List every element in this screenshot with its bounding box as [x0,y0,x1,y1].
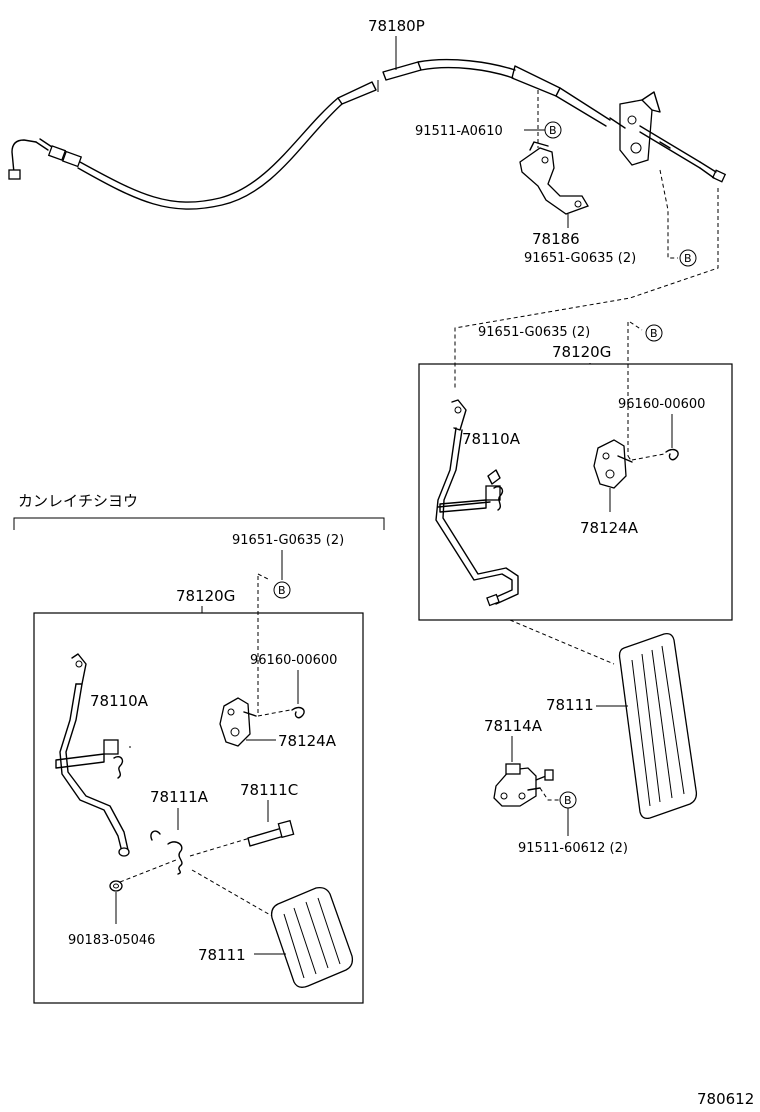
spring-110a-left [113,756,124,779]
label-91651-g0635-left: 91651-G0635 (2) [232,533,344,548]
label-78180p: 78180P [368,17,425,35]
label-78110a-left: 78110A [90,692,149,710]
label-78111c-left: 78111C [240,781,298,799]
ref-b-clip-top: B [679,249,697,267]
section-title-cold-spec: カンレイチシヨウ [18,492,138,510]
label-78114a: 78114A [484,717,543,735]
bracket-78186 [519,141,589,215]
bolt-left [55,739,119,769]
section-bracket [13,517,385,530]
ref-b-clip-left: B [273,581,291,599]
label-78124a-right: 78124A [580,519,639,537]
pedal-pad-78111-left [270,886,354,988]
pedal-lever-78110a-left [59,653,130,857]
label-78120g-right: 78120G [552,343,611,361]
assy-box-left [33,612,364,1004]
svg-text:B: B [684,252,692,265]
svg-text:B: B [650,327,658,340]
ref-b-bolt-60612: B [559,791,577,809]
stopper-78114a [493,763,554,807]
figure-number: 780612 [697,1090,754,1108]
label-91651-g0635-top: 91651-G0635 (2) [524,251,636,266]
label-96160-00600-right: 96160-00600 [618,397,705,412]
accelerator-cable [8,58,727,210]
ref-b-bolt-a0610: B [544,121,562,139]
ref-b-clip-mid: B [645,324,663,342]
label-78111-right: 78111 [546,696,594,714]
svg-text:B: B [549,124,557,137]
label-78110a-right: 78110A [462,430,521,448]
bolt-right [439,485,501,513]
label-78120g-left: 78120G [176,587,235,605]
pedal-pad-78111-right [618,632,698,820]
washer-90183-left [109,880,123,892]
pedal-lever-78110a-right [435,399,519,607]
bracket-78124a-right [593,439,633,489]
label-78124a-left: 78124A [278,732,337,750]
spring-78111a-left [150,830,183,875]
svg-text:B: B [278,584,286,597]
label-91511-60612: 91511-60612 (2) [518,841,628,856]
assy-box-right [418,363,733,621]
label-90183-05046: 90183-05046 [68,933,155,948]
label-91511-a0610: 91511-A0610 [415,124,503,139]
spring-right [487,469,504,511]
label-78111a-left: 78111A [150,788,209,806]
label-96160-00600-left: 96160-00600 [250,653,337,668]
pin-78111c-left [247,819,295,847]
bracket-78124a-left [219,697,257,747]
svg-text:B: B [564,794,572,807]
label-78111-left: 78111 [198,946,246,964]
label-78186: 78186 [532,230,580,248]
label-91651-g0635-mid: 91651-G0635 (2) [478,325,590,340]
